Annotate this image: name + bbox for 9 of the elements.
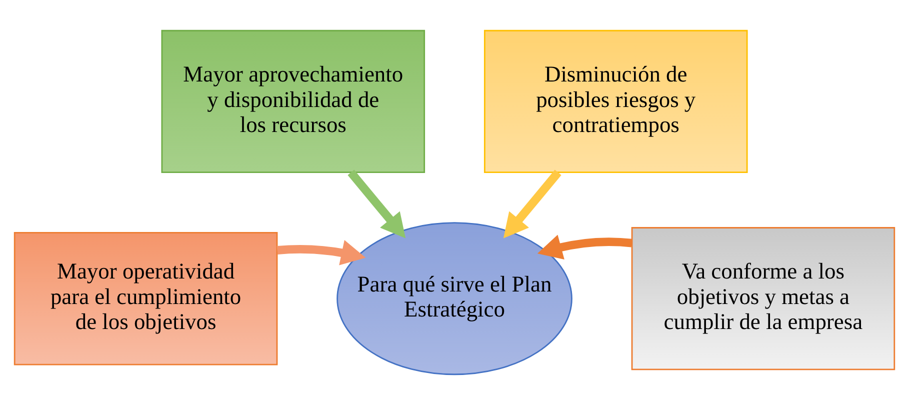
node-box: Mayor aprovechamiento y disponibilidad de los recursos — [161, 30, 426, 174]
node-box: Mayor operatividad para el cumplimiento de los objetivos — [14, 232, 278, 366]
arrow — [348, 170, 406, 238]
arrow — [537, 234, 632, 260]
arrow — [276, 240, 366, 266]
node-ellipse: Para qué sirve el Plan Estratégico — [336, 222, 572, 376]
arrow — [503, 170, 562, 238]
node-box: Disminución de posibles riesgos y contratiempos — [484, 30, 748, 174]
node-box: Va conforme a los objetivos y metas a cumplir de la empresa — [631, 227, 896, 370]
